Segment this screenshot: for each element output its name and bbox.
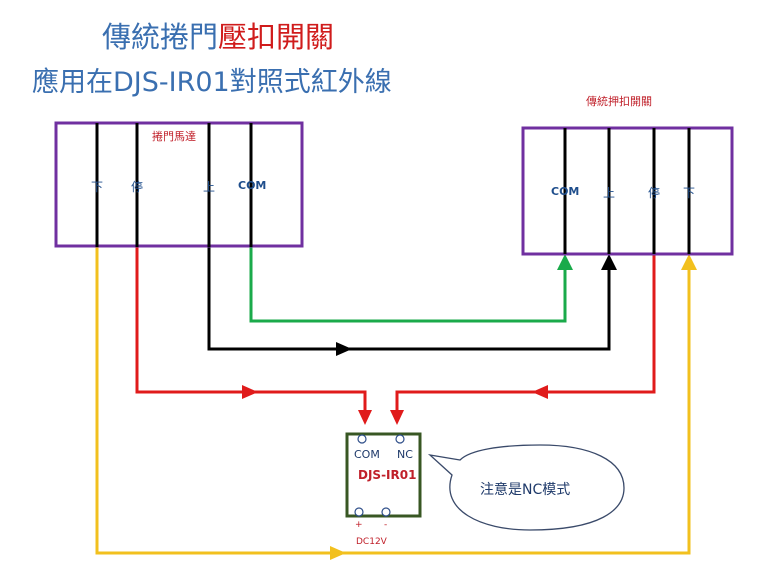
switch-terminal-stop: 停 xyxy=(648,186,661,200)
callout-text: 注意是NC模式 xyxy=(480,482,571,498)
motor-terminal-down: 下 xyxy=(91,180,104,194)
arrow-red-right xyxy=(242,385,258,399)
arrow-yellow-bottom xyxy=(330,546,346,560)
device-name: DJS-IR01 xyxy=(358,468,417,482)
arrow-yellow-up xyxy=(681,254,697,270)
arrow-black-up xyxy=(601,254,617,270)
device-power-label: DC12V xyxy=(356,537,387,547)
terminal-plus-circle xyxy=(354,507,364,517)
motor-terminal-up: 上 xyxy=(203,180,216,194)
motor-terminal-com: COM xyxy=(238,179,267,192)
switch-terminal-com: COM xyxy=(551,185,580,198)
motor-box-title: 捲門馬達 xyxy=(152,130,196,143)
motor-terminal-stop: 停 xyxy=(131,180,144,194)
wire-yellow xyxy=(95,247,691,555)
arrow-green-up xyxy=(557,254,573,270)
arrow-red-down-nc xyxy=(390,410,404,425)
title-line-2: 應用在DJS-IR01對照式紅外線 xyxy=(32,67,392,98)
switch-terminal-up: 上 xyxy=(603,186,616,200)
switch-box xyxy=(521,126,734,256)
callout-bubble xyxy=(427,444,625,531)
switch-terminal-down: 下 xyxy=(683,186,696,200)
title-line-1: 傳統捲門壓扣開關 xyxy=(102,14,334,56)
switch-box-title: 傳統押扣開關 xyxy=(586,95,652,108)
device-plus-label: + xyxy=(355,520,363,530)
terminal-com-circle xyxy=(357,434,367,444)
wire-black xyxy=(207,247,611,351)
arrow-red-down-com xyxy=(358,410,372,425)
title-part-2: 壓扣開關 xyxy=(218,20,335,54)
arrow-red-left xyxy=(532,385,548,399)
title-part-1: 傳統捲門 xyxy=(102,20,219,54)
device-minus-label: - xyxy=(384,520,388,530)
device-box xyxy=(345,432,422,518)
terminal-minus-circle xyxy=(381,507,391,517)
terminal-nc-circle xyxy=(395,434,405,444)
wire-red-right xyxy=(395,254,656,414)
device-com-label: COM xyxy=(354,448,380,461)
device-nc-label: NC xyxy=(397,448,413,461)
motor-box xyxy=(54,121,304,248)
wire-green xyxy=(249,247,567,323)
arrow-black-right xyxy=(336,342,352,356)
